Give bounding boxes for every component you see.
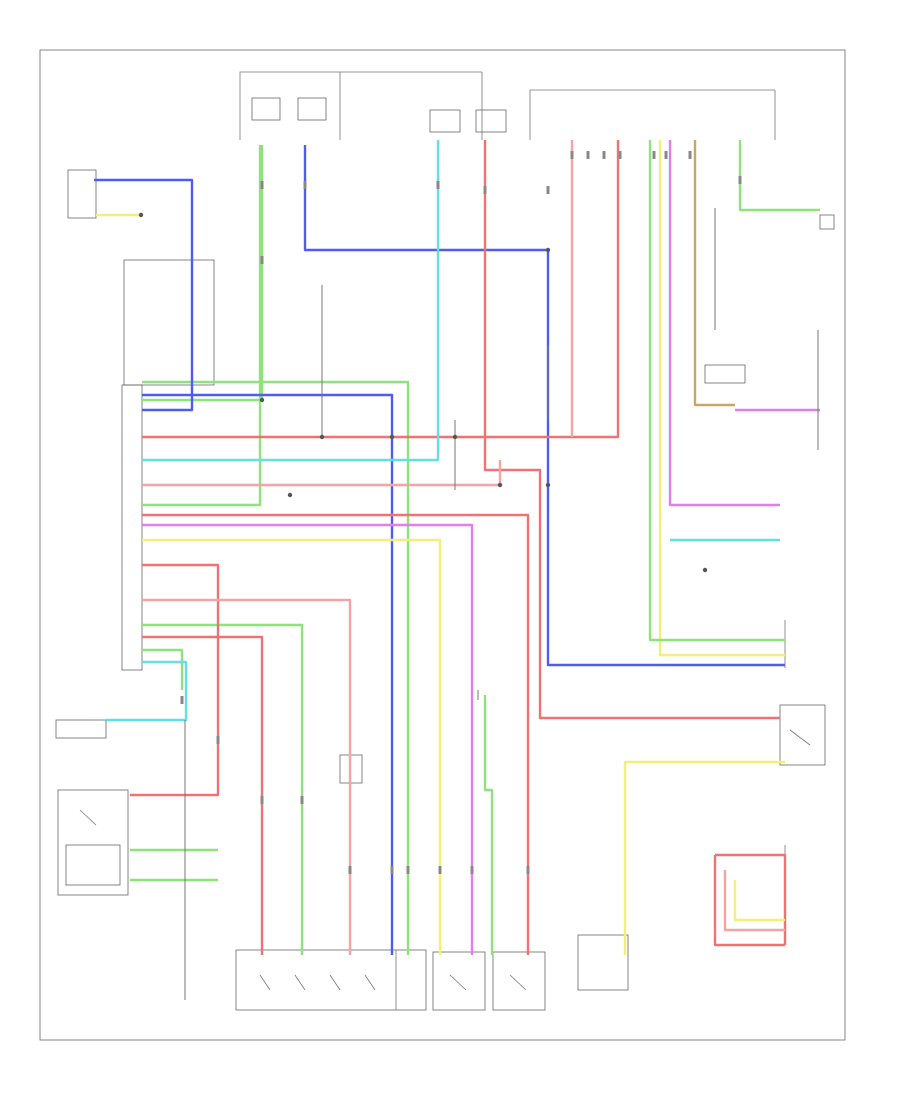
right-side-components — [704, 214, 835, 945]
wire-green-28 — [483, 695, 494, 955]
splice-point-4 — [497, 482, 503, 488]
wire-red-11 — [142, 513, 530, 955]
wire-connector-mark-3 — [436, 181, 440, 189]
wire-connector-mark-8 — [602, 151, 606, 159]
wire-connector-mark-21 — [348, 866, 352, 874]
wire-red-8 — [142, 140, 620, 439]
splice-layer — [138, 151, 742, 874]
wire-pink-13 — [142, 460, 502, 487]
wire-green-1 — [142, 380, 410, 955]
wire-connector-mark-2 — [303, 181, 307, 189]
wire-blue-6 — [94, 178, 194, 412]
wire-yellow-21 — [658, 140, 785, 657]
wire-connector-mark-0 — [260, 181, 264, 189]
door-lock-assembly — [235, 754, 629, 1011]
wire-red-10 — [142, 635, 264, 955]
wire-connector-mark-11 — [664, 151, 668, 159]
splice-point-5 — [259, 397, 265, 403]
wire-connector-mark-23 — [180, 696, 184, 704]
wire-cyan-16 — [106, 660, 188, 722]
wire-green-0 — [142, 145, 264, 402]
wire-connector-mark-4 — [483, 186, 487, 194]
wire-red-9 — [130, 563, 220, 797]
wire-green-3 — [142, 623, 304, 955]
diagram-border — [39, 49, 846, 1041]
splice-point-1 — [389, 434, 395, 440]
wire-magenta-22 — [142, 523, 474, 955]
wire-blue-7 — [142, 393, 394, 955]
splice-point-8 — [287, 492, 293, 498]
wire-pink-33 — [723, 870, 785, 932]
wire-connector-mark-1 — [260, 256, 264, 264]
wire-connector-mark-9 — [618, 151, 622, 159]
wire-cyan-15 — [142, 140, 440, 462]
lower-left-switches — [55, 169, 129, 896]
wire-connector-mark-18 — [438, 866, 442, 874]
wire-yellow-34 — [733, 880, 785, 922]
wire-connector-mark-12 — [688, 151, 692, 159]
wire-connector-mark-15 — [260, 796, 264, 804]
wire-yellow-20 — [623, 760, 785, 955]
wire-red-31 — [715, 853, 787, 945]
wire-pink-35 — [142, 598, 352, 955]
wire-connector-mark-22 — [216, 736, 220, 744]
wire-red-32 — [713, 855, 785, 947]
splice-point-9 — [545, 482, 551, 488]
splice-point-3 — [452, 434, 458, 440]
wire-connector-mark-5 — [546, 186, 550, 194]
wire-green-4 — [142, 648, 184, 690]
splice-point-0 — [545, 247, 551, 253]
wire-tan-25 — [693, 140, 735, 407]
wire-green-27 — [648, 140, 785, 642]
wire-connector-mark-6 — [570, 151, 574, 159]
wire-connector-mark-14 — [300, 796, 304, 804]
wire-green-26 — [738, 140, 820, 212]
wire-connector-mark-19 — [470, 866, 474, 874]
wire-connector-mark-10 — [652, 151, 656, 159]
wire-magenta-23 — [668, 140, 780, 507]
main-ecu-connector — [121, 259, 215, 671]
wire-red-12 — [483, 140, 780, 720]
wire-connector-mark-7 — [586, 151, 590, 159]
wire-yellow-18 — [142, 538, 442, 955]
wire-layer — [94, 140, 820, 1000]
splice-point-2 — [319, 434, 325, 440]
wire-connector-mark-17 — [390, 866, 394, 874]
splice-point-6 — [138, 212, 144, 218]
wire-connector-mark-16 — [406, 866, 410, 874]
wire-connector-mark-13 — [738, 176, 742, 184]
top-fuse-block — [239, 71, 776, 140]
wire-green-2 — [142, 145, 262, 507]
splice-point-7 — [702, 567, 708, 573]
wire-connector-mark-20 — [526, 866, 530, 874]
